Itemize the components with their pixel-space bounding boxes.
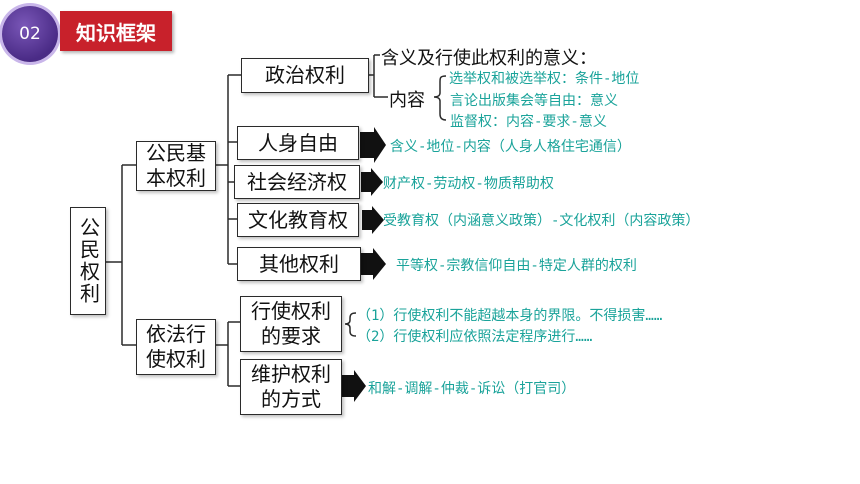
requirement-2-note: （2）行使权利应依照法定程序进行…… [357,329,593,345]
exercise-rights-label: 依法行使权利 [146,322,206,371]
protection-methods-note: 和解-调解-仲裁-诉讼（打官司） [368,381,576,397]
basic-rights-label: 公民基本权利 [146,141,206,190]
requirement-1-note: （1）行使权利不能超越本身的界限。不得损害…… [357,308,663,324]
exercise-requirements-node: 行使权利的要求 [240,296,342,352]
political-item-election: 选举权和被选举权：条件-地位 [449,71,640,87]
other-rights-note: 平等权-宗教信仰自由-特定人群的权利 [396,258,637,274]
exercise-requirements-label: 行使权利的要求 [251,299,331,348]
political-rights-label: 政治权利 [265,63,345,87]
economic-rights-node: 社会经济权 [234,165,360,199]
protection-methods-label: 维护权利的方式 [251,362,331,411]
political-content-label: 内容 [389,90,425,111]
political-rights-node: 政治权利 [241,58,369,93]
section-title: 知识框架 [60,11,172,51]
economic-rights-label: 社会经济权 [247,169,347,194]
political-item-speech: 言论出版集会等自由：意义 [450,93,618,109]
personal-freedom-label: 人身自由 [258,130,338,155]
political-meaning: 含义及行使此权利的意义： [381,48,597,69]
protection-methods-node: 维护权利的方式 [240,359,342,415]
section-number-badge: 02 [2,6,58,62]
personal-freedom-note: 含义-地位-内容（人身人格住宅通信） [390,139,631,155]
culture-rights-note: 受教育权（内涵意义政策）-文化权利（内容政策） [383,213,700,229]
exercise-rights-node: 依法行使权利 [136,319,216,375]
other-rights-node: 其他权利 [237,247,361,281]
basic-rights-node: 公民基本权利 [136,141,216,191]
culture-rights-node: 文化教育权 [237,203,359,237]
culture-rights-label: 文化教育权 [248,207,348,232]
section-number: 02 [19,24,41,44]
economic-rights-note: 财产权-劳动权-物质帮助权 [383,176,554,192]
root-label: 公民权利 [76,217,101,305]
personal-freedom-node: 人身自由 [237,126,359,160]
political-item-supervision: 监督权：内容-要求-意义 [450,114,607,130]
root-node: 公民权利 [70,207,106,315]
other-rights-label: 其他权利 [259,251,339,276]
